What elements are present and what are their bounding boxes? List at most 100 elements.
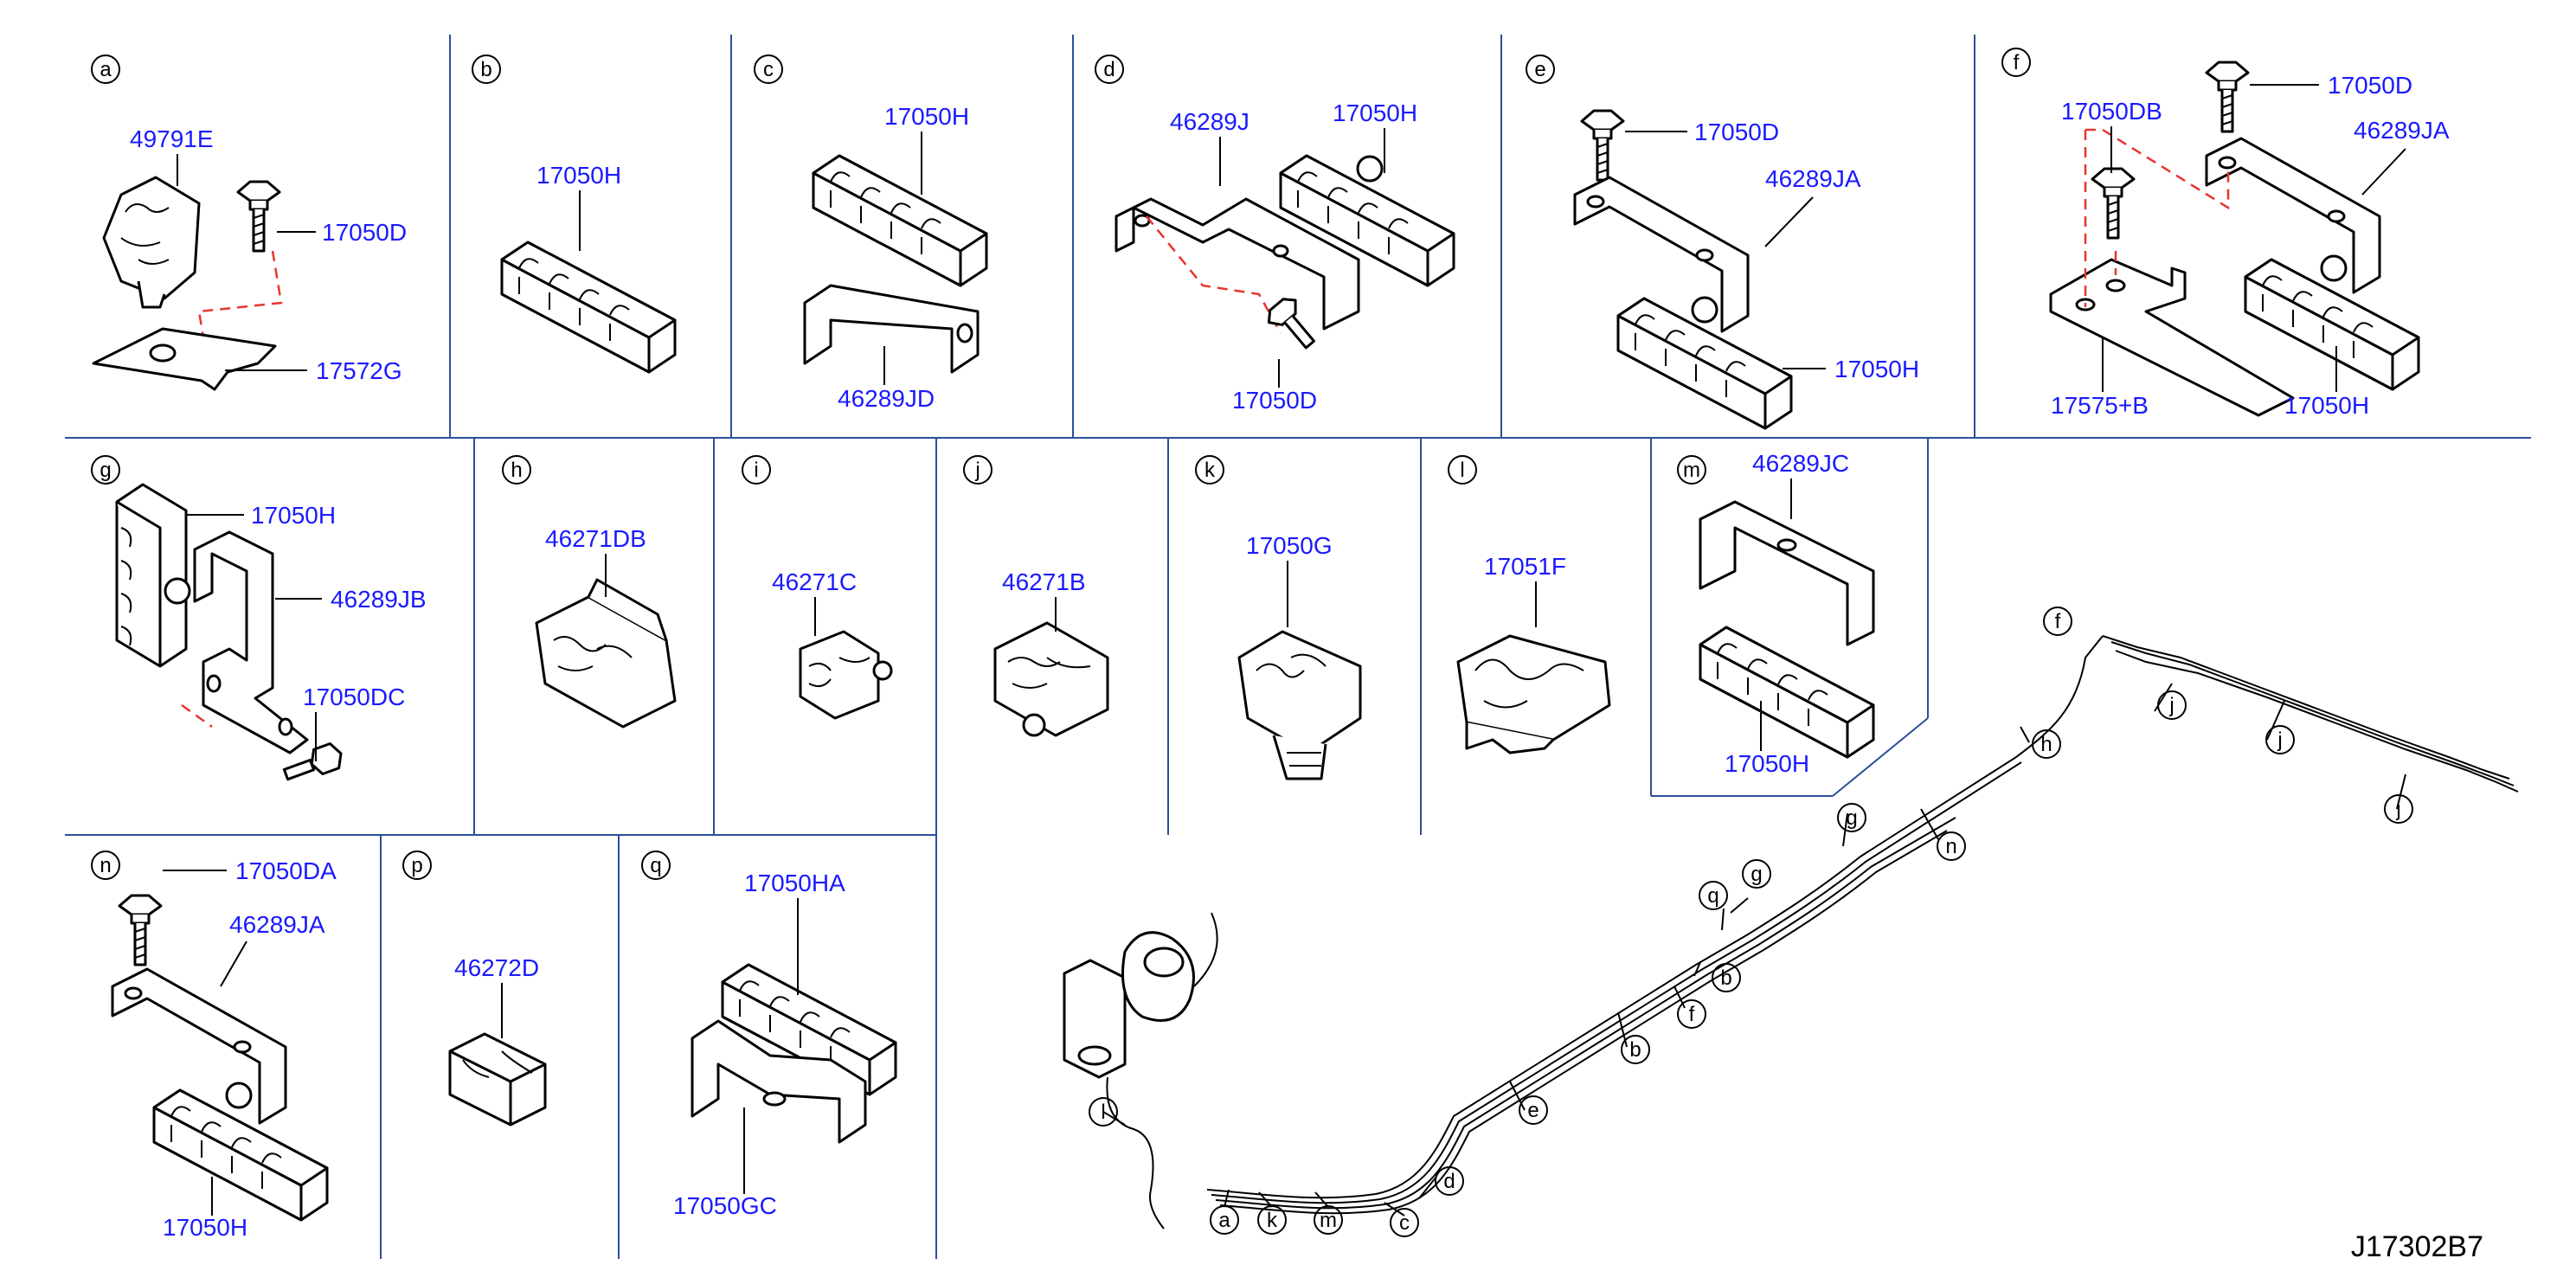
bracket-drawing bbox=[1115, 197, 1360, 331]
part-label-17050DC: 17050DC bbox=[303, 684, 405, 710]
clip-drawing bbox=[812, 154, 988, 287]
callout-e: e bbox=[1519, 1095, 1548, 1125]
svg-text:i: i bbox=[754, 459, 758, 482]
callout-h: h bbox=[2032, 729, 2061, 759]
callout-b: b bbox=[1621, 1035, 1650, 1064]
bracket-drawing bbox=[803, 284, 980, 374]
svg-text:a: a bbox=[100, 58, 112, 81]
callout-k: k bbox=[1257, 1205, 1287, 1235]
panel-letter-l: l bbox=[1448, 455, 1477, 485]
bracket-drawing bbox=[2205, 137, 2381, 294]
part-label-17050DA: 17050DA bbox=[235, 857, 337, 884]
panel-n: 17050DA 46289JA 17050H bbox=[111, 857, 337, 1241]
clip-stud bbox=[164, 577, 191, 605]
clip-drawing bbox=[152, 1088, 329, 1222]
callout-j: j bbox=[2384, 794, 2413, 824]
bolt-drawing bbox=[236, 180, 281, 253]
install-guide-line bbox=[2084, 128, 2230, 307]
clamp-drawing bbox=[535, 578, 677, 729]
svg-text:h: h bbox=[511, 459, 522, 482]
panel-a: 49791E 17050D 17572G bbox=[92, 125, 407, 391]
bracket-strap-drawing bbox=[2049, 258, 2295, 417]
valve-part-drawing bbox=[102, 176, 201, 309]
panel-c: 17050H 46289JD bbox=[803, 103, 988, 412]
panel-letter-h: h bbox=[502, 455, 531, 485]
svg-text:f: f bbox=[2055, 610, 2061, 633]
clip-drawing bbox=[500, 241, 677, 374]
panel-letter-j: j bbox=[963, 455, 992, 485]
callout-q: q bbox=[1699, 881, 1728, 910]
panel-h: 46271DB bbox=[535, 525, 677, 729]
panel-p: 46272D bbox=[448, 954, 547, 1127]
part-label-46289JA: 46289JA bbox=[2354, 117, 2450, 144]
panel-i: 46271C bbox=[772, 568, 893, 720]
callout-j: j bbox=[2265, 725, 2295, 754]
part-label-46289JD: 46289JD bbox=[838, 385, 935, 412]
part-label-17050D: 17050D bbox=[322, 219, 407, 246]
part-label-17050GC: 17050GC bbox=[673, 1192, 777, 1219]
part-label-17050HA: 17050HA bbox=[744, 870, 845, 896]
callout-m: m bbox=[1314, 1205, 1343, 1235]
part-label-17050H: 17050H bbox=[2284, 392, 2369, 419]
install-guide-line bbox=[1146, 215, 1282, 334]
svg-text:n: n bbox=[100, 854, 111, 877]
callout-c: c bbox=[1390, 1208, 1419, 1237]
svg-text:l: l bbox=[1460, 459, 1464, 482]
part-label-46289JC: 46289JC bbox=[1752, 450, 1849, 477]
panel-l: 17051F bbox=[1456, 553, 1611, 754]
bolt-drawing bbox=[1580, 109, 1625, 182]
part-label-46271B: 46271B bbox=[1002, 568, 1086, 595]
svg-text:f: f bbox=[1689, 1003, 1695, 1026]
bolt-drawing bbox=[282, 742, 343, 781]
part-label-17050DB: 17050DB bbox=[2061, 98, 2162, 125]
panel-g: 17050H 46289JB 17050DC bbox=[115, 483, 427, 781]
callout-a: a bbox=[1210, 1205, 1239, 1235]
clamp-drawing bbox=[993, 621, 1109, 737]
part-label-17050H: 17050H bbox=[251, 502, 336, 529]
callouts: l a k m c d e b f b q g g n h j j j f bbox=[1089, 607, 2413, 1237]
panel-k: 17050G bbox=[1237, 532, 1362, 780]
tube-bundle bbox=[1206, 635, 2519, 1215]
svg-text:c: c bbox=[763, 58, 774, 81]
panel-b: 17050H bbox=[500, 162, 677, 374]
svg-text:m: m bbox=[1320, 1209, 1337, 1232]
panel-j: 46271B bbox=[993, 568, 1109, 737]
fuel-line-routing: l a k m c d e b f b q g g n h j j j f bbox=[1063, 607, 2519, 1237]
svg-text:c: c bbox=[1399, 1211, 1410, 1235]
clip-drawing bbox=[448, 1032, 547, 1127]
svg-text:b: b bbox=[480, 58, 491, 81]
part-label-17050H: 17050H bbox=[163, 1214, 247, 1241]
callout-g: g bbox=[1742, 859, 1771, 889]
panel-d: 46289J 17050H 17050D bbox=[1115, 100, 1455, 414]
panel-letter-k: k bbox=[1195, 455, 1224, 485]
svg-text:q: q bbox=[650, 854, 661, 877]
canister-assembly-drawing bbox=[1063, 912, 1218, 1229]
callout-f: f bbox=[1677, 999, 1706, 1029]
svg-text:e: e bbox=[1527, 1099, 1539, 1122]
bracket-drawing bbox=[691, 1019, 867, 1144]
part-label-17050D: 17050D bbox=[1232, 387, 1317, 414]
svg-text:b: b bbox=[1720, 966, 1731, 990]
panel-letter-m: m bbox=[1677, 455, 1706, 485]
part-label-17050H: 17050H bbox=[1725, 750, 1809, 777]
part-label-17575plusB: 17575+B bbox=[2051, 392, 2149, 419]
clip-stud bbox=[225, 1082, 253, 1109]
part-label-17051F: 17051F bbox=[1484, 553, 1566, 580]
part-label-46271DB: 46271DB bbox=[545, 525, 646, 552]
panel-grid bbox=[65, 35, 2531, 1259]
bracket-plate-drawing bbox=[92, 327, 277, 391]
panel-letter-q: q bbox=[641, 851, 671, 880]
part-label-17050H: 17050H bbox=[1834, 356, 1919, 382]
clip-drawing bbox=[1237, 630, 1362, 780]
panel-letter-i: i bbox=[742, 455, 771, 485]
clamp-drawing bbox=[799, 630, 893, 720]
panel-letter-a: a bbox=[91, 55, 120, 84]
callout-n: n bbox=[1937, 831, 1966, 861]
bracket-drawing bbox=[193, 530, 309, 754]
svg-text:e: e bbox=[1534, 58, 1545, 81]
svg-text:n: n bbox=[1945, 835, 1956, 858]
panel-letter-e: e bbox=[1526, 55, 1555, 84]
callout-l: l bbox=[1089, 1097, 1118, 1127]
panel-letter-g: g bbox=[91, 455, 120, 485]
